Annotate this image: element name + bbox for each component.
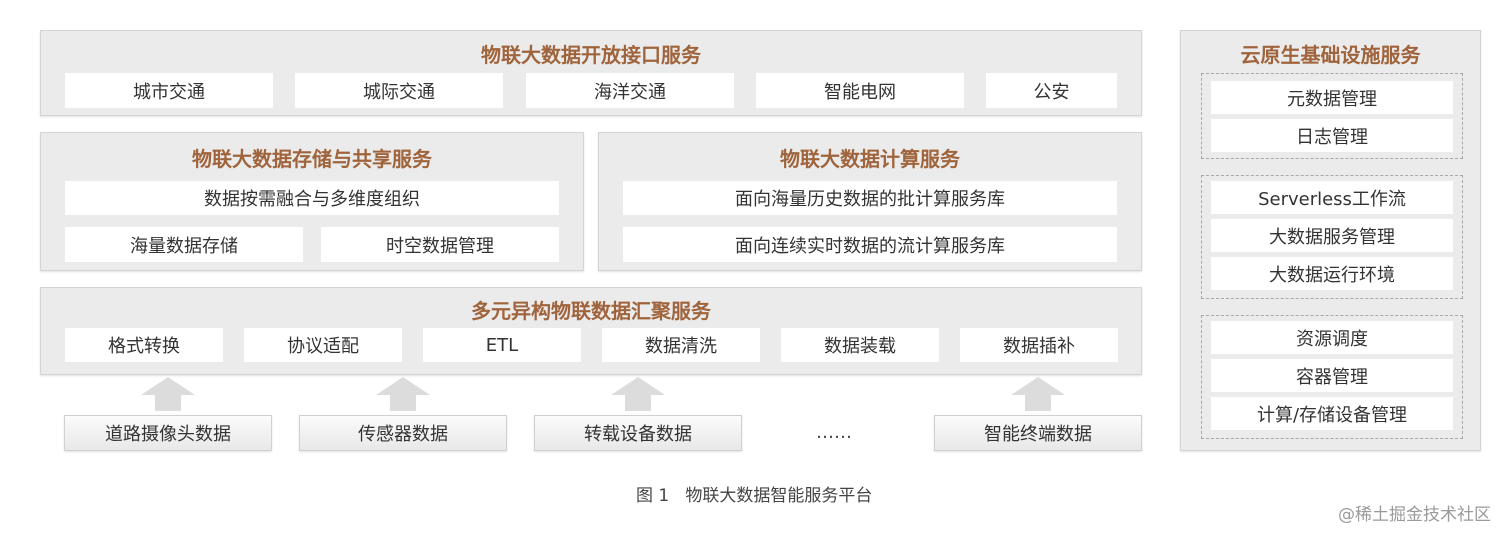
open-api-title: 物联大数据开放接口服务 (481, 43, 701, 67)
open-api-panel: 物联大数据开放接口服务 城市交通 城际交通 海洋交通 智能电网 公安 (40, 30, 1142, 116)
watermark: @稀土掘金技术社区 (1338, 505, 1491, 525)
storage-item-mass-storage: 海量数据存储 (65, 227, 303, 262)
cloud-item-bigdata-service: 大数据服务管理 (1211, 219, 1453, 252)
aggregation-item-format: 格式转换 (65, 328, 223, 362)
up-arrow-icon (1011, 377, 1065, 411)
source-ellipsis: …… (816, 422, 852, 443)
figure-caption: 图 1 物联大数据智能服务平台 (636, 486, 873, 506)
cloud-item-serverless: Serverless工作流 (1211, 181, 1453, 214)
cloud-native-group-bigdata: Serverless工作流 大数据服务管理 大数据运行环境 (1201, 175, 1463, 299)
aggregation-title: 多元异构物联数据汇聚服务 (471, 299, 711, 323)
cloud-item-device: 计算/存储设备管理 (1211, 397, 1453, 430)
aggregation-item-loading: 数据装载 (781, 328, 939, 362)
source-road-camera: 道路摄像头数据 (64, 415, 272, 451)
source-sensor: 传感器数据 (299, 415, 507, 451)
storage-item-spatiotemporal: 时空数据管理 (321, 227, 559, 262)
aggregation-item-protocol: 协议适配 (244, 328, 402, 362)
open-api-item-city-traffic: 城市交通 (65, 73, 273, 108)
cloud-item-log: 日志管理 (1211, 119, 1453, 152)
cloud-native-panel: 云原生基础设施服务 元数据管理 日志管理 Serverless工作流 大数据服务… (1180, 30, 1481, 451)
up-arrow-icon (376, 377, 430, 411)
aggregation-item-imputation: 数据插补 (960, 328, 1118, 362)
cloud-native-group-resource: 资源调度 容器管理 计算/存储设备管理 (1201, 315, 1463, 439)
aggregation-item-etl: ETL (423, 328, 581, 362)
cloud-native-group-metadata: 元数据管理 日志管理 (1201, 73, 1463, 159)
source-smart-terminal: 智能终端数据 (934, 415, 1142, 451)
cloud-item-bigdata-runtime: 大数据运行环境 (1211, 257, 1453, 290)
source-device: 转载设备数据 (534, 415, 742, 451)
compute-title: 物联大数据计算服务 (780, 147, 960, 171)
cloud-native-title: 云原生基础设施服务 (1240, 43, 1421, 67)
cloud-item-container: 容器管理 (1211, 359, 1453, 392)
storage-item-fusion: 数据按需融合与多维度组织 (65, 181, 559, 215)
open-api-item-smart-grid: 智能电网 (756, 73, 964, 108)
open-api-item-intercity-traffic: 城际交通 (295, 73, 503, 108)
compute-panel: 物联大数据计算服务 面向海量历史数据的批计算服务库 面向连续实时数据的流计算服务… (598, 132, 1142, 271)
compute-item-batch: 面向海量历史数据的批计算服务库 (623, 181, 1117, 215)
cloud-item-metadata: 元数据管理 (1211, 81, 1453, 114)
compute-item-stream: 面向连续实时数据的流计算服务库 (623, 227, 1117, 262)
storage-title: 物联大数据存储与共享服务 (192, 147, 432, 171)
open-api-item-ocean-traffic: 海洋交通 (526, 73, 734, 108)
open-api-item-public-security: 公安 (986, 73, 1117, 108)
cloud-item-scheduling: 资源调度 (1211, 321, 1453, 354)
up-arrow-icon (141, 377, 195, 411)
aggregation-item-cleaning: 数据清洗 (602, 328, 760, 362)
up-arrow-icon (611, 377, 665, 411)
aggregation-panel: 多元异构物联数据汇聚服务 格式转换 协议适配 ETL 数据清洗 数据装载 数据插… (40, 287, 1142, 375)
storage-panel: 物联大数据存储与共享服务 数据按需融合与多维度组织 海量数据存储 时空数据管理 (40, 132, 584, 271)
